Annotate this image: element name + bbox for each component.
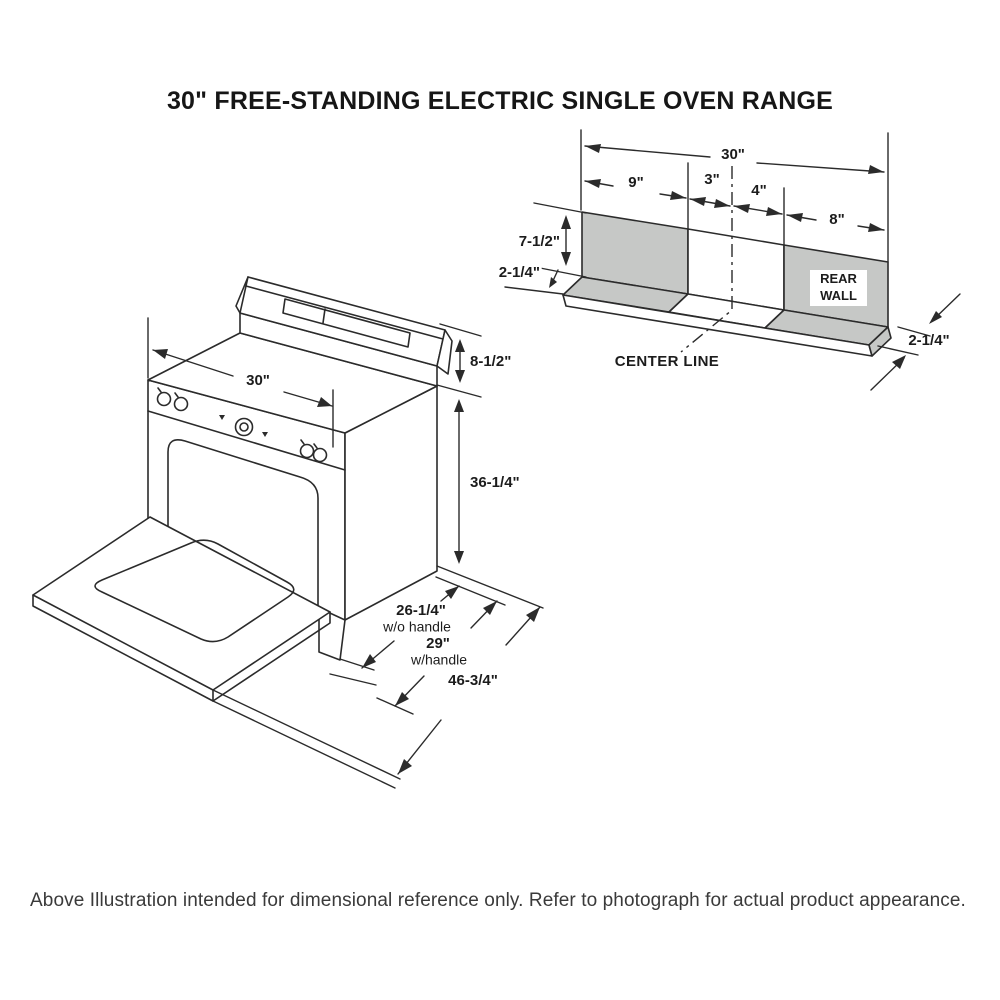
rear-wall-label-line1: REAR [820, 271, 857, 287]
depth-with-handle-note: w/handle [408, 651, 470, 668]
wall-width-label: 30" [719, 145, 747, 164]
wall-segment-9-label: 9" [626, 173, 646, 192]
wall-segment-3-label: 3" [702, 170, 722, 189]
depth-door-open-label: 46-3/4" [446, 671, 500, 690]
depth-without-handle-note: w/o handle [381, 618, 453, 635]
door-extension-line [212, 700, 396, 789]
ledge-depth-right-label: 2-1/4" [908, 331, 950, 349]
rear-wall-dimensions [504, 129, 961, 391]
disclaimer-text: Above Illustration intended for dimensio… [30, 890, 966, 911]
oven-opening [167, 439, 319, 606]
control-strip-bottom-edge [147, 410, 346, 471]
control-knobs [156, 387, 328, 463]
range-base-foot [318, 607, 346, 661]
depth-with-handle-label: 29" [424, 634, 452, 653]
display-divider [322, 308, 326, 324]
rear-wall-label-line2: WALL [820, 288, 857, 303]
range-dimensions [147, 317, 544, 775]
cooktop-height-label: 36-1/4" [468, 473, 522, 492]
ledge-end-cap [868, 326, 892, 357]
wall-segment-8-label: 8" [827, 210, 847, 229]
indicator-mark [262, 432, 268, 437]
range-isometric-drawing [32, 276, 453, 789]
door-extension-line [212, 689, 401, 780]
indicator-mark [219, 415, 225, 420]
page-title: 30" FREE-STANDING ELECTRIC SINGLE OVEN R… [166, 87, 834, 115]
wall-segment-4-label: 4" [749, 181, 769, 200]
oven-door-window [94, 539, 295, 643]
backguard-height-label: 7-1/2" [516, 232, 562, 251]
ledge-depth-left-label: 2-1/4" [496, 263, 542, 282]
backsplash-height-label: 8-1/2" [468, 352, 514, 371]
control-display-window [282, 298, 411, 348]
rear-wall-label: REAR WALL [810, 270, 867, 306]
center-line [680, 166, 733, 353]
depth-without-handle-label: 26-1/4" [394, 601, 448, 620]
range-width-label: 30" [244, 371, 272, 390]
backsplash-left-cap [235, 276, 249, 314]
backsplash-fold-line [245, 285, 444, 340]
backsplash-right-cap [436, 329, 453, 375]
rear-wall-drawing [562, 211, 892, 357]
center-line-label: CENTER LINE [614, 352, 720, 370]
